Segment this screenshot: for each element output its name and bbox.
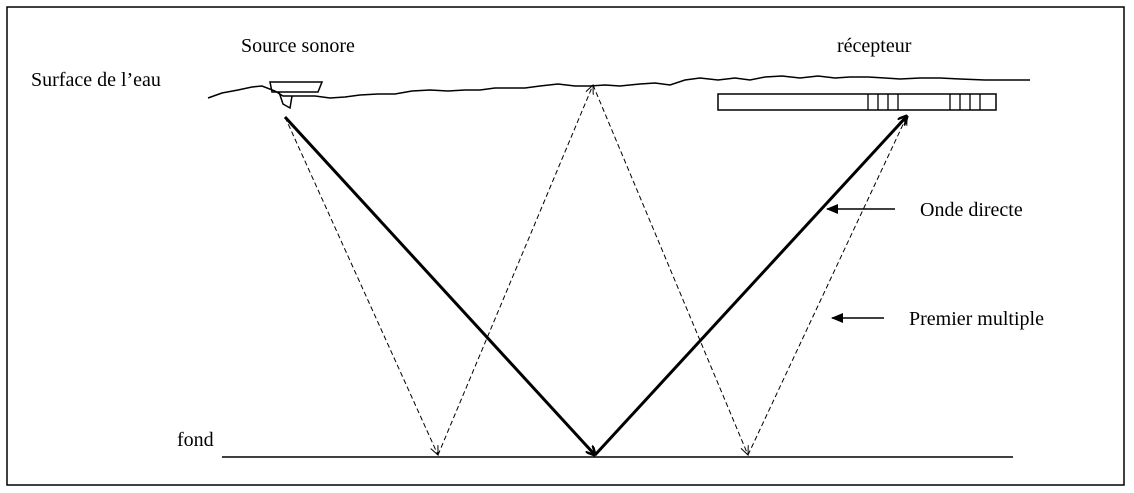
surface-label: Surface de l’eau [31,69,161,91]
multiple-ray-4 [747,116,907,456]
direct-wave-ray-down [283,115,595,455]
diagram-frame [6,6,1125,486]
bottom-label: fond [177,429,214,451]
receiver-array-icon [717,93,997,111]
source-boat-icon [269,81,324,93]
source-label: Source sonore [241,35,355,57]
first-multiple-label: Premier multiple [909,308,1044,330]
receiver-label: récepteur [837,35,912,57]
multiple-ray-1 [284,116,438,455]
direct-wave-ray-up [593,116,907,457]
multiple-ray-3 [592,84,748,455]
source-transducer-icon [278,91,293,110]
direct-wave-label: Onde directe [920,199,1023,221]
multiple-ray-2 [437,85,593,456]
receiver-hydrophones-icon [867,94,981,110]
